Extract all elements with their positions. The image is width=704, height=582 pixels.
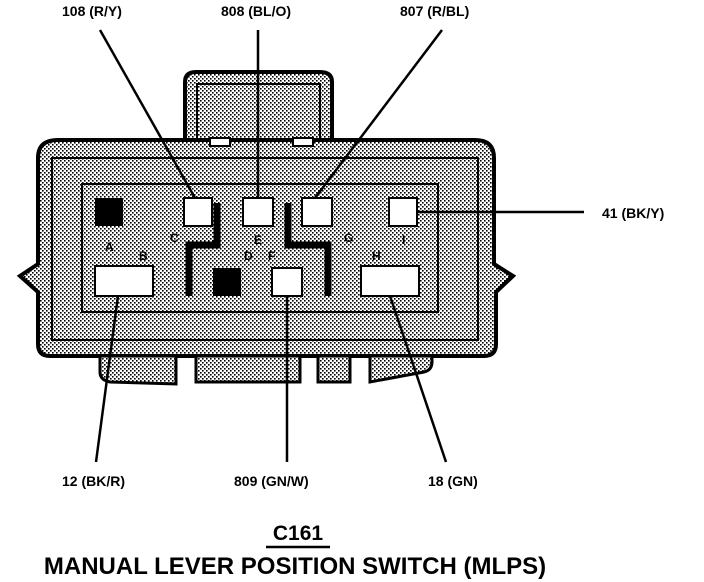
connector-id: C161 (273, 522, 324, 545)
connector-name: MANUAL LEVER POSITION SWITCH (MLPS) (44, 553, 546, 580)
cavity-d-plugged (213, 268, 241, 296)
leader-108 (98, 29, 197, 199)
pin-label-a: A (105, 240, 114, 254)
wire-label-18: 18 (GN) (428, 473, 478, 489)
cavity-b (94, 265, 154, 297)
wire-label-108: 108 (R/Y) (62, 3, 122, 19)
pin-label-h: H (372, 249, 381, 263)
wire-label-809: 809 (GN/W) (234, 473, 309, 489)
cavity-i (388, 197, 418, 227)
leader-18 (388, 295, 448, 463)
cavities (94, 197, 420, 297)
cavity-c (183, 197, 213, 227)
pin-label-e: E (254, 233, 262, 247)
cavity-g (301, 197, 333, 227)
connector-housing (16, 70, 517, 386)
wire-labels: 108 (R/Y) 808 (BL/O) 807 (R/BL) 41 (BK/Y… (62, 3, 664, 489)
wire-label-808: 808 (BL/O) (221, 3, 291, 19)
pin-label-c: C (170, 231, 179, 245)
leader-lines (94, 29, 584, 463)
pin-label-i: I (402, 233, 405, 247)
leader-807 (314, 29, 443, 199)
diagram-caption: C161 MANUAL LEVER POSITION SWITCH (MLPS) (44, 522, 546, 580)
wire-label-12: 12 (BK/R) (62, 473, 125, 489)
pin-label-f: F (268, 249, 275, 263)
cavity-h (360, 265, 420, 297)
pin-letters: A B C D E F G H I (105, 231, 405, 263)
leader-12 (94, 295, 120, 463)
pin-label-b: B (139, 249, 148, 263)
cavity-a-plugged (95, 198, 123, 226)
pin-label-d: D (244, 249, 253, 263)
wire-label-41: 41 (BK/Y) (602, 205, 664, 221)
pin-label-g: G (344, 231, 353, 245)
cavity-f (271, 267, 303, 297)
wire-label-807: 807 (R/BL) (400, 3, 469, 19)
cavity-e (242, 197, 274, 227)
